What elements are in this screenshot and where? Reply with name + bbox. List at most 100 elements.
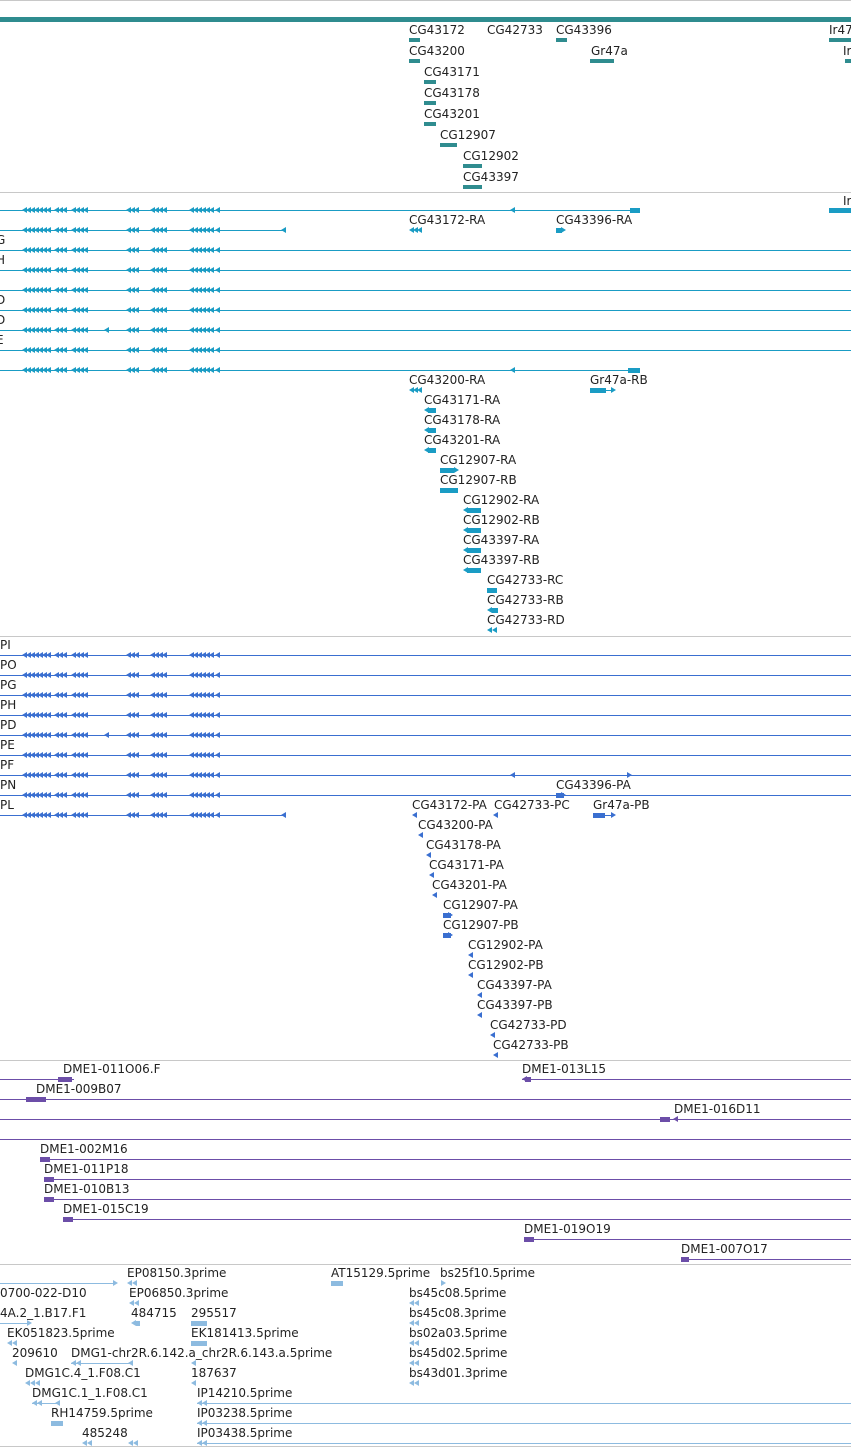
strand-arrow-icon[interactable] bbox=[71, 1360, 76, 1366]
strand-arrow-icon[interactable] bbox=[477, 992, 482, 998]
strand-arrow-icon[interactable] bbox=[83, 752, 88, 758]
exon-block[interactable] bbox=[556, 228, 562, 233]
strand-arrow-icon[interactable] bbox=[189, 692, 194, 698]
strand-arrow-icon[interactable] bbox=[215, 347, 220, 353]
strand-arrow-icon[interactable] bbox=[414, 1320, 419, 1326]
clone-label[interactable]: DME1-016D11 bbox=[674, 1102, 761, 1116]
strand-arrow-icon[interactable] bbox=[79, 327, 84, 333]
gene-feature[interactable] bbox=[590, 59, 614, 63]
est-label[interactable]: bs45c08.3prime bbox=[409, 1306, 506, 1320]
mrna-label[interactable]: Ir bbox=[843, 194, 851, 208]
strand-arrow-icon[interactable] bbox=[154, 227, 159, 233]
strand-arrow-icon[interactable] bbox=[79, 712, 84, 718]
strand-arrow-icon[interactable] bbox=[215, 732, 220, 738]
exon-block[interactable] bbox=[136, 1321, 140, 1326]
exon-block[interactable] bbox=[440, 488, 458, 493]
strand-arrow-icon[interactable] bbox=[154, 692, 159, 698]
strand-arrow-icon[interactable] bbox=[201, 287, 206, 293]
strand-arrow-icon[interactable] bbox=[26, 752, 31, 758]
strand-arrow-icon[interactable] bbox=[34, 712, 39, 718]
strand-arrow-icon[interactable] bbox=[162, 712, 167, 718]
gene-label[interactable]: Ir bbox=[843, 44, 851, 58]
strand-arrow-icon[interactable] bbox=[30, 732, 35, 738]
strand-arrow-icon[interactable] bbox=[62, 367, 67, 373]
strand-arrow-icon[interactable] bbox=[510, 367, 515, 373]
clone-label[interactable]: DME1-002M16 bbox=[40, 1142, 128, 1156]
strand-arrow-icon[interactable] bbox=[154, 347, 159, 353]
strand-arrow-icon[interactable] bbox=[414, 1360, 419, 1366]
strand-arrow-icon[interactable] bbox=[215, 367, 220, 373]
strand-arrow-icon[interactable] bbox=[46, 752, 51, 758]
strand-arrow-icon[interactable] bbox=[209, 347, 214, 353]
strand-arrow-icon[interactable] bbox=[71, 712, 76, 718]
strand-arrow-icon[interactable] bbox=[417, 387, 422, 393]
mrna-label[interactable]: CG43172-RA bbox=[409, 213, 486, 227]
strand-arrow-icon[interactable] bbox=[197, 327, 202, 333]
strand-arrow-icon[interactable] bbox=[34, 692, 39, 698]
strand-arrow-icon[interactable] bbox=[58, 672, 63, 678]
strand-arrow-icon[interactable] bbox=[154, 752, 159, 758]
strand-arrow-icon[interactable] bbox=[46, 712, 51, 718]
strand-arrow-icon[interactable] bbox=[414, 1300, 419, 1306]
est-label[interactable]: DMG1-chr2R.6.142.a_chr2R.6.143.a.5prime bbox=[71, 1346, 332, 1360]
est-label[interactable]: 187637 bbox=[191, 1366, 237, 1380]
strand-arrow-icon[interactable] bbox=[58, 712, 63, 718]
strand-arrow-icon[interactable] bbox=[22, 732, 27, 738]
strand-arrow-icon[interactable] bbox=[154, 712, 159, 718]
strand-arrow-icon[interactable] bbox=[150, 812, 155, 818]
strand-arrow-icon[interactable] bbox=[128, 1360, 133, 1366]
est-label[interactable]: IP14210.5prime bbox=[197, 1386, 292, 1400]
exon-block[interactable] bbox=[44, 1197, 54, 1202]
strand-arrow-icon[interactable] bbox=[34, 307, 39, 313]
strand-arrow-icon[interactable] bbox=[58, 732, 63, 738]
strand-arrow-icon[interactable] bbox=[205, 287, 210, 293]
strand-arrow-icon[interactable] bbox=[38, 712, 43, 718]
strand-arrow-icon[interactable] bbox=[205, 732, 210, 738]
strand-arrow-icon[interactable] bbox=[197, 307, 202, 313]
strand-arrow-icon[interactable] bbox=[126, 327, 131, 333]
strand-arrow-icon[interactable] bbox=[34, 347, 39, 353]
strand-arrow-icon[interactable] bbox=[58, 247, 63, 253]
strand-arrow-icon[interactable] bbox=[134, 652, 139, 658]
mrna-label[interactable]: CG12907-RB bbox=[440, 473, 517, 487]
strand-arrow-icon[interactable] bbox=[75, 327, 80, 333]
strand-arrow-icon[interactable] bbox=[193, 227, 198, 233]
strand-arrow-icon[interactable] bbox=[197, 267, 202, 273]
gene-label[interactable]: CG42733 bbox=[487, 23, 543, 37]
strand-arrow-icon[interactable] bbox=[34, 287, 39, 293]
strand-arrow-icon[interactable] bbox=[409, 1380, 414, 1386]
strand-arrow-icon[interactable] bbox=[150, 307, 155, 313]
strand-arrow-icon[interactable] bbox=[158, 692, 163, 698]
strand-arrow-icon[interactable] bbox=[130, 732, 135, 738]
strand-arrow-icon[interactable] bbox=[62, 732, 67, 738]
strand-arrow-icon[interactable] bbox=[162, 812, 167, 818]
exon-block[interactable] bbox=[428, 408, 436, 413]
strand-arrow-icon[interactable] bbox=[130, 227, 135, 233]
strand-arrow-icon[interactable] bbox=[75, 712, 80, 718]
strand-arrow-icon[interactable] bbox=[432, 892, 437, 898]
strand-arrow-icon[interactable] bbox=[34, 327, 39, 333]
strand-arrow-icon[interactable] bbox=[197, 1420, 202, 1426]
est-label[interactable]: EK181413.5prime bbox=[191, 1326, 299, 1340]
strand-arrow-icon[interactable] bbox=[193, 732, 198, 738]
strand-arrow-icon[interactable] bbox=[71, 792, 76, 798]
strand-arrow-icon[interactable] bbox=[54, 207, 59, 213]
strand-arrow-icon[interactable] bbox=[134, 1300, 139, 1306]
gene-label[interactable]: CG12907 bbox=[440, 128, 496, 142]
exon-block[interactable] bbox=[492, 608, 498, 613]
strand-arrow-icon[interactable] bbox=[83, 287, 88, 293]
strand-arrow-icon[interactable] bbox=[46, 672, 51, 678]
strand-arrow-icon[interactable] bbox=[71, 692, 76, 698]
strand-arrow-icon[interactable] bbox=[193, 792, 198, 798]
strand-arrow-icon[interactable] bbox=[54, 267, 59, 273]
gene-feature[interactable] bbox=[845, 59, 851, 63]
exon-block[interactable] bbox=[467, 568, 481, 573]
strand-arrow-icon[interactable] bbox=[215, 227, 220, 233]
strand-arrow-icon[interactable] bbox=[75, 307, 80, 313]
strand-arrow-icon[interactable] bbox=[38, 792, 43, 798]
strand-arrow-icon[interactable] bbox=[62, 672, 67, 678]
strand-arrow-icon[interactable] bbox=[205, 367, 210, 373]
strand-arrow-icon[interactable] bbox=[83, 307, 88, 313]
strand-arrow-icon[interactable] bbox=[58, 652, 63, 658]
strand-arrow-icon[interactable] bbox=[162, 307, 167, 313]
